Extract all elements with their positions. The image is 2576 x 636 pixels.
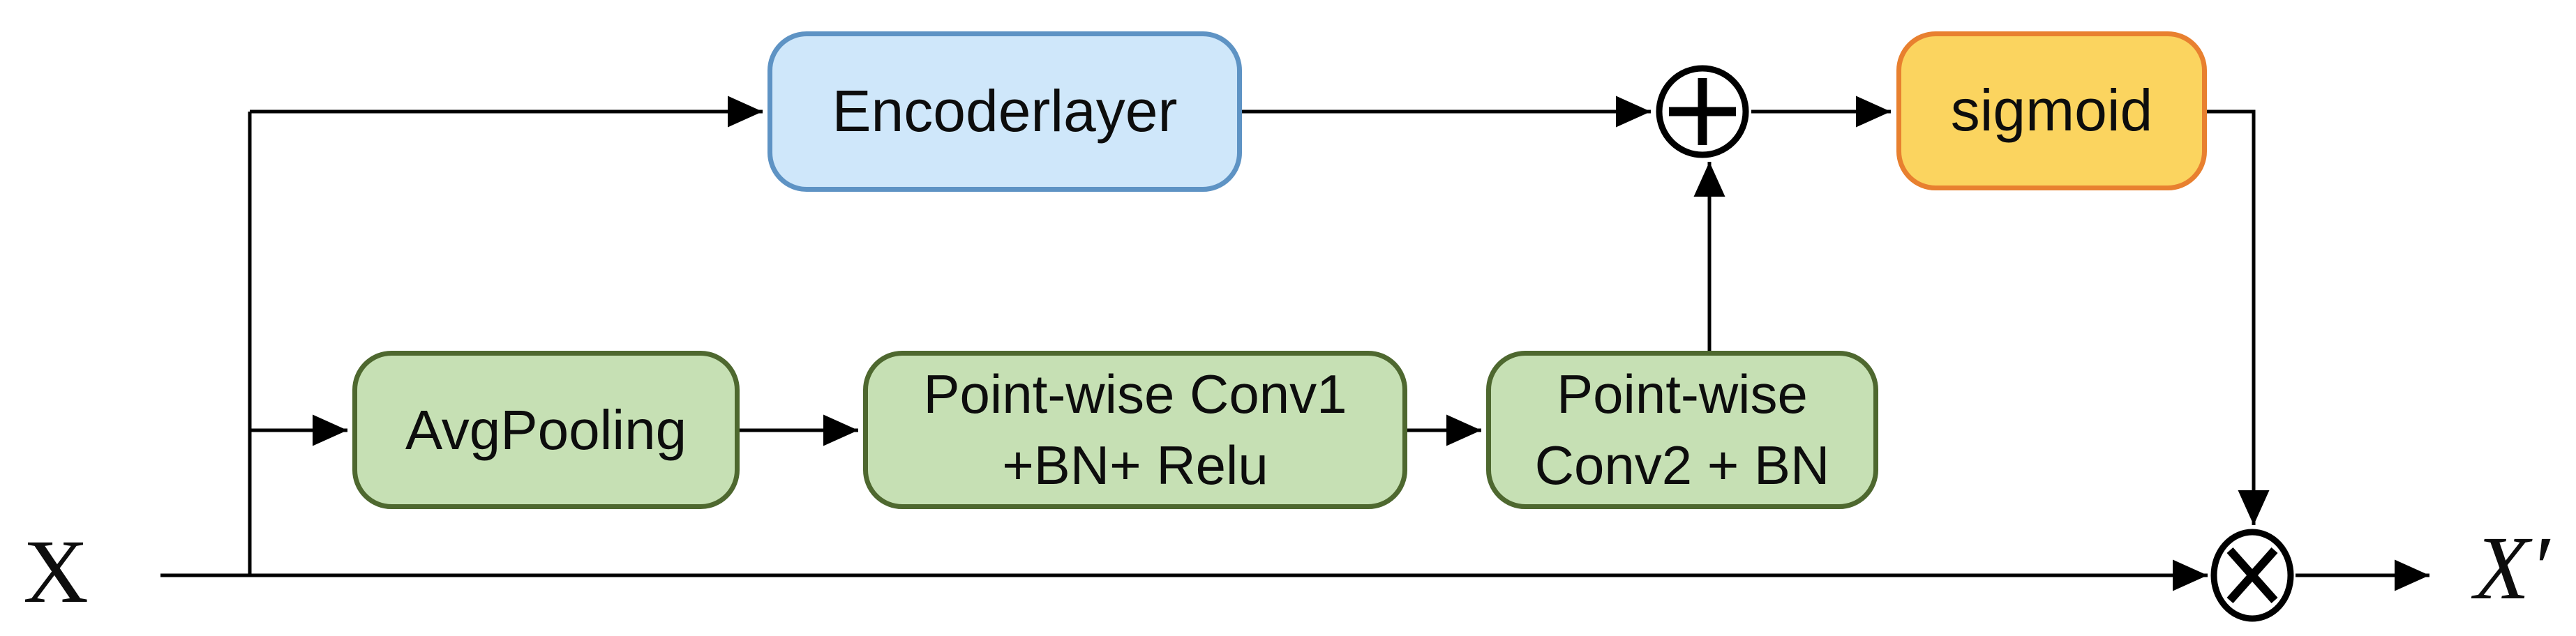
avgpooling-label: AvgPooling [405, 398, 687, 461]
multiply-operator-icon [2210, 529, 2294, 622]
pointwise-conv2-label-line1: Point-wise [1557, 363, 1808, 425]
pointwise-conv1-label-line2: +BN+ Relu [1002, 434, 1268, 496]
output-label: X′ [2474, 518, 2549, 619]
sigmoid-label: sigmoid [1950, 77, 2153, 144]
encoder-layer-label: Encoderlayer [832, 78, 1178, 144]
pointwise-conv2-block: Point-wise Conv2 + BN [1486, 351, 1878, 509]
sigmoid-block: sigmoid [1896, 31, 2207, 190]
pointwise-conv2-label-line2: Conv2 + BN [1534, 434, 1830, 496]
avgpooling-block: AvgPooling [352, 351, 740, 509]
encoder-layer-block: Encoderlayer [767, 31, 1242, 192]
pointwise-conv1-block: Point-wise Conv1 +BN+ Relu [863, 351, 1407, 509]
add-operator-icon [1656, 65, 1749, 158]
input-label: X [23, 522, 89, 622]
pointwise-conv1-label-line1: Point-wise Conv1 [923, 363, 1347, 425]
arrow-sigmoid-to-multiply [2207, 109, 2270, 525]
